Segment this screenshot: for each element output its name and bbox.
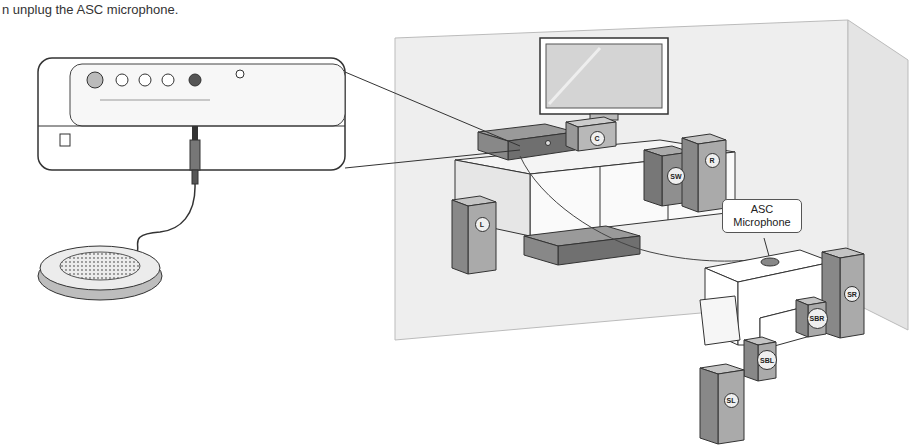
disc-player xyxy=(524,226,640,265)
surround-right-speaker xyxy=(822,248,864,338)
speaker-label: SW xyxy=(667,167,685,185)
microphone-small xyxy=(761,258,779,266)
mic-cable-inset xyxy=(130,184,195,258)
speaker-name: SL xyxy=(727,397,736,404)
speaker-label: R xyxy=(705,153,720,168)
asc-microphone xyxy=(38,246,162,300)
speaker-label: L xyxy=(475,217,490,232)
television xyxy=(540,38,668,120)
sofa xyxy=(700,250,832,350)
front-panel-inset xyxy=(38,58,345,184)
front-left-speaker xyxy=(452,196,496,274)
zoom-lines xyxy=(345,72,520,168)
front-right-speaker xyxy=(682,134,726,212)
speaker-name: R xyxy=(709,157,714,164)
speaker-label: C xyxy=(590,131,605,146)
back-right-speaker xyxy=(796,297,826,337)
surround-left-speaker xyxy=(700,364,744,444)
callout-text: ASC Microphone xyxy=(729,203,795,228)
speaker-name: SR xyxy=(847,291,857,298)
speaker-label: SL xyxy=(724,393,739,408)
callout-leader xyxy=(764,238,769,256)
back-left-speaker xyxy=(744,337,776,381)
speaker-label: SBL xyxy=(757,350,777,370)
speaker-label: SBR xyxy=(807,308,828,329)
room xyxy=(395,20,908,340)
body-text: n unplug the ASC microphone. xyxy=(2,2,178,17)
callout-box: ASC Microphone xyxy=(722,199,802,233)
speaker-name: SW xyxy=(670,173,681,180)
speaker-name: SBL xyxy=(760,357,774,364)
center-speaker xyxy=(566,117,616,151)
speaker-name: SBR xyxy=(810,315,825,322)
av-receiver xyxy=(478,124,575,160)
speaker-name: L xyxy=(480,221,484,228)
speaker-label: SR xyxy=(844,286,860,302)
speaker-name: C xyxy=(594,135,599,142)
